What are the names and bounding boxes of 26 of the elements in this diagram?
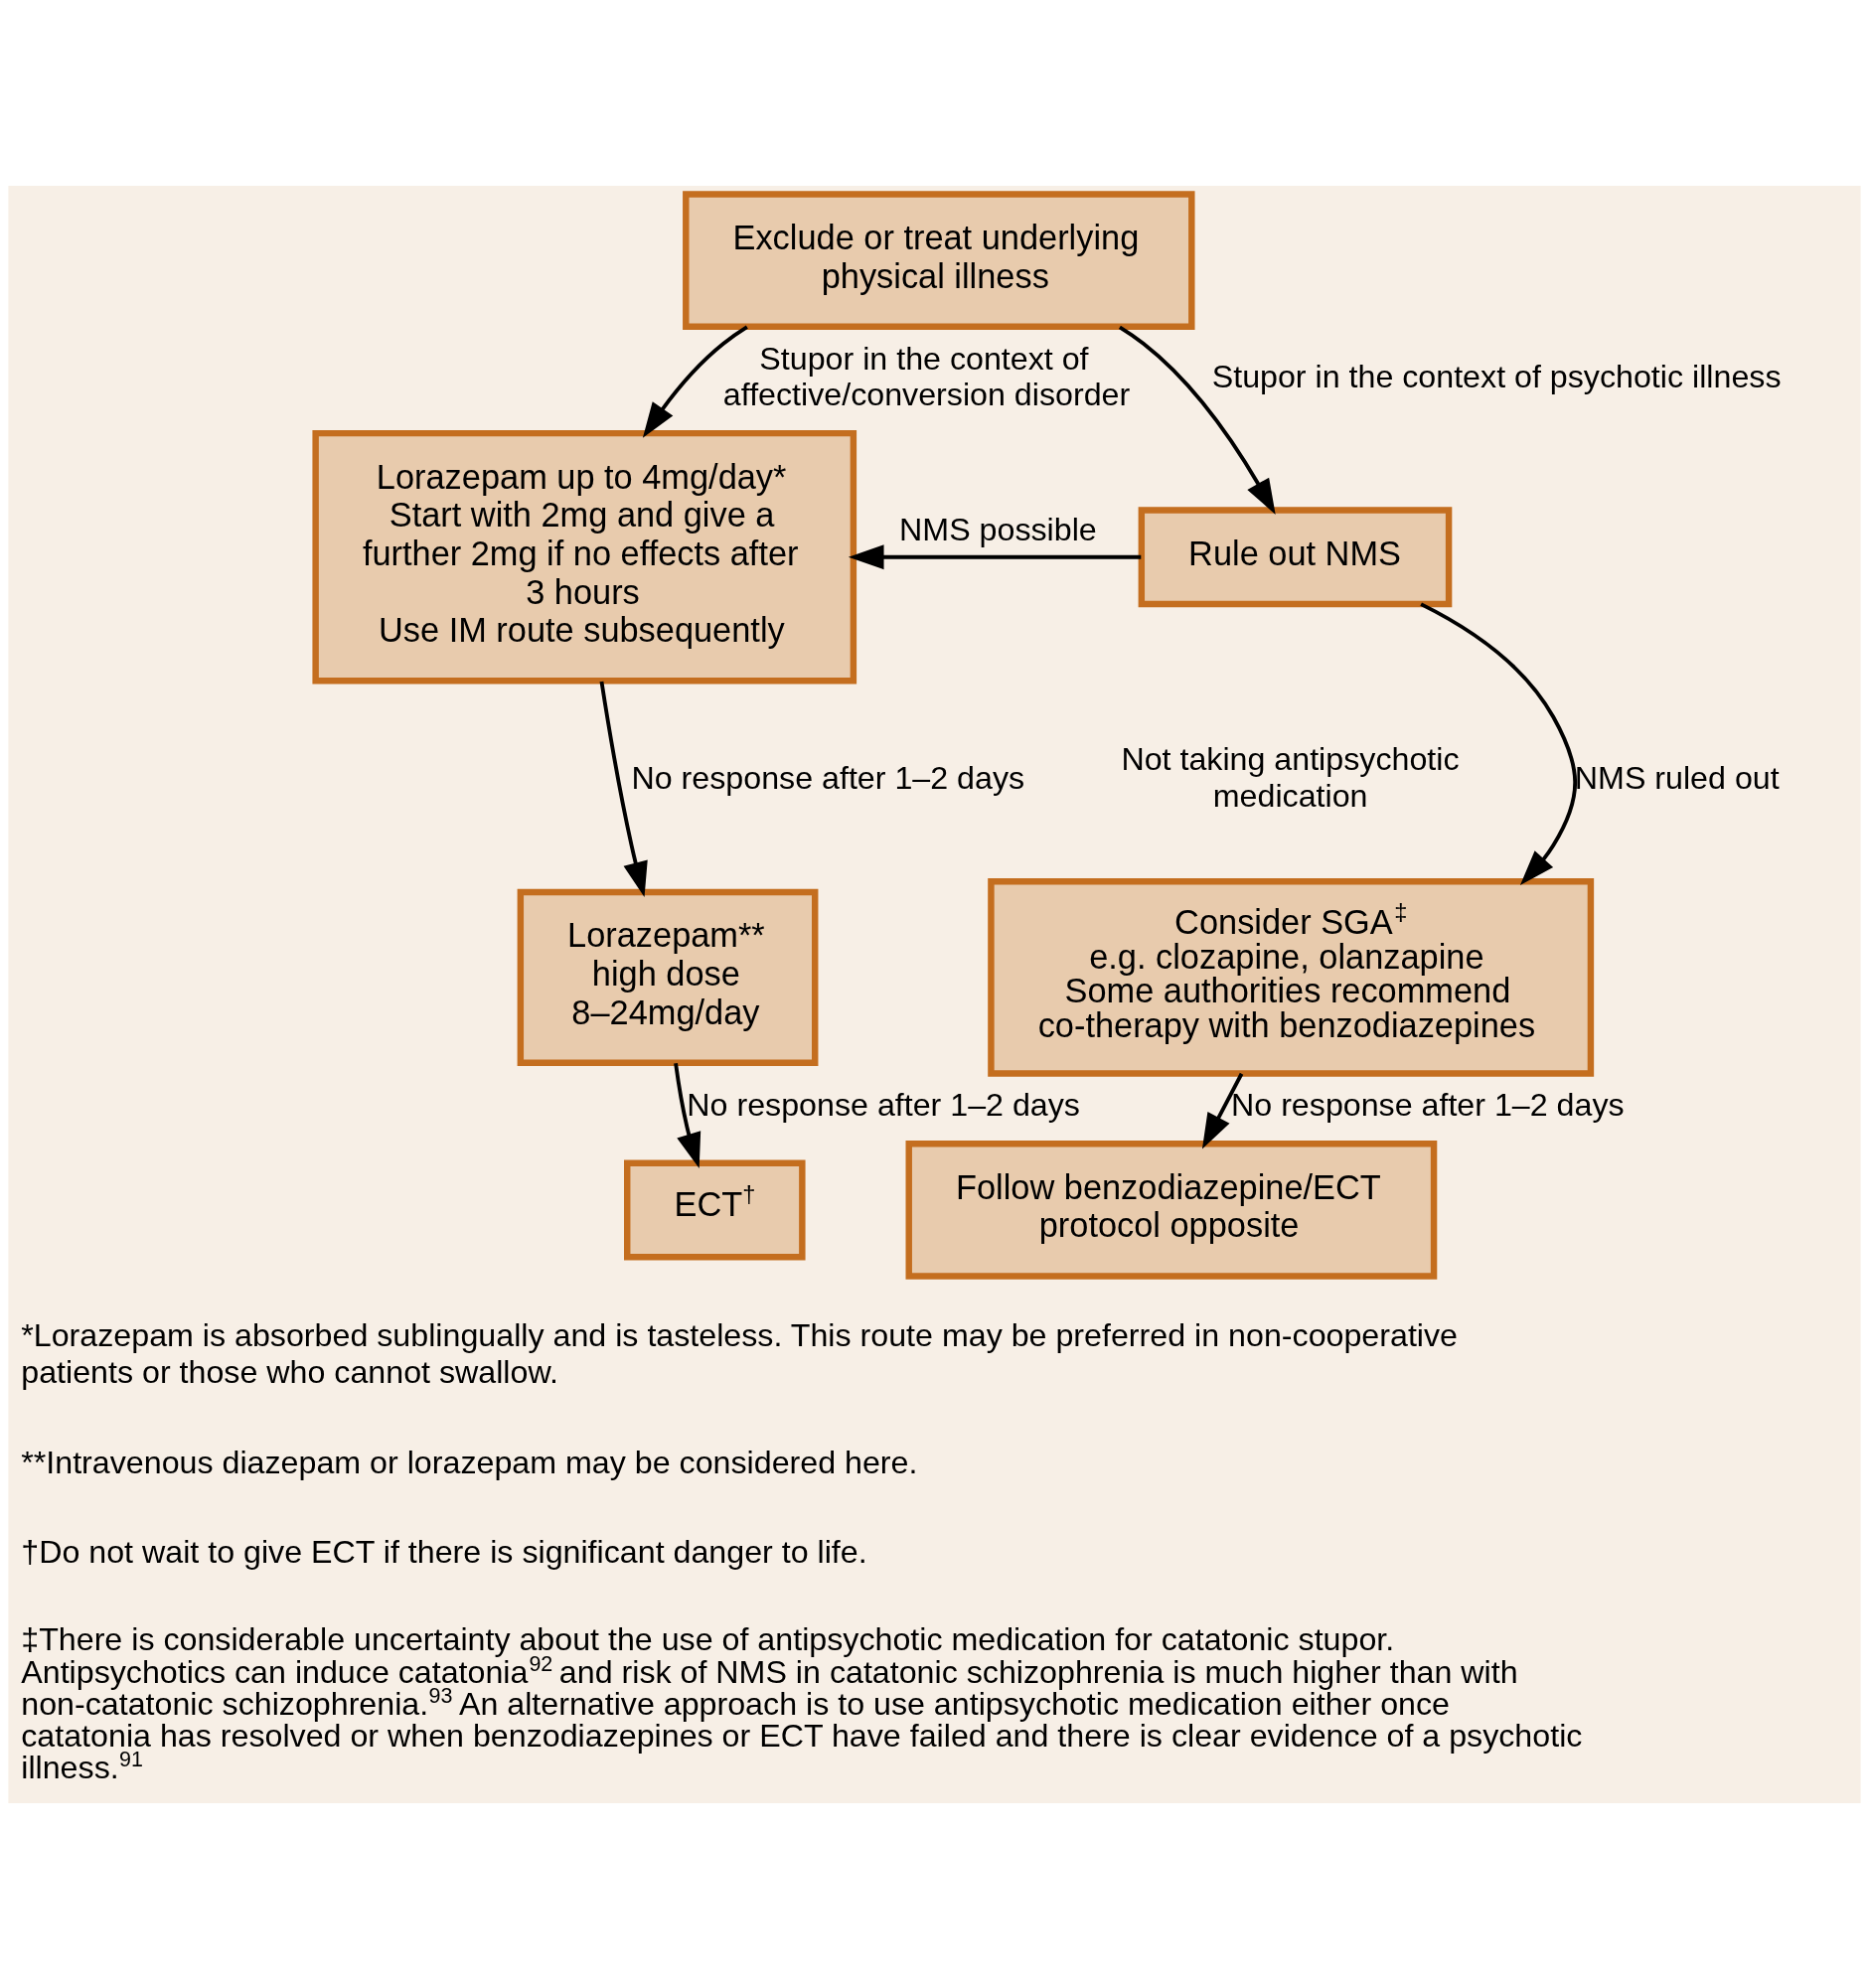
edge-label: Stupor in the context of psychotic illness: [1211, 358, 1782, 394]
label: Not taking antipsychotic medication: [1121, 740, 1460, 814]
label: †Do not wait to give ECT if there is significant danger to life.: [21, 1533, 867, 1570]
edge-label: NMS ruled out: [1574, 759, 1780, 796]
edge-label: Stupor in the context of affective/conversion disorder: [722, 340, 1131, 412]
arrow: [599, 681, 648, 897]
arrow: [1118, 325, 1276, 515]
node-box: Exclude or treat underlying physical illness: [683, 190, 1195, 330]
edge-label: No response after 1–2 days: [631, 759, 1025, 796]
node-box: Rule out NMS: [1138, 506, 1453, 607]
node-box: Lorazepam up to 4mg/day* Start with 2mg and give a further 2mg if no effects after 3 hours Use IM route subsequently: [312, 429, 857, 684]
node-box: Follow benzodiazepine/ECT protocol opposite: [905, 1140, 1438, 1280]
edge-label: No response after 1–2 days: [687, 1086, 1080, 1123]
label: ‡There is considerable uncertainty about the use of antipsychotic medication for catatonic stupor. Antipsychotics can induce catatonia$^{92}$ and risk of NMS in catatonic schizophrenia is much higher than with non-catatonic schizophrenia.$^{93}$ An alternative approach is to use antipsychotic medication either once catatonia has resolved or when benzodiazepines or ECT have failed and there is clear evidence of a psychotic illness.$^{91}$: [21, 1620, 1583, 1785]
edge-label: No response after 1–2 days: [1231, 1086, 1625, 1123]
arrow: [1201, 1072, 1244, 1148]
arrow: [1420, 601, 1578, 885]
arrow: [674, 1062, 701, 1168]
arrow: [642, 324, 748, 438]
edge-label: NMS possible: [899, 511, 1097, 547]
node-box: Consider SGA$^{‡}$ e.g. clozapine, olanzapine Some authorities recommend co-therapy with benzodiazepines: [988, 877, 1595, 1077]
node-box: Lorazepam** high dose 8–24mg/day: [517, 888, 819, 1066]
node-box: ECT$^{†}$: [624, 1158, 806, 1260]
label: *Lorazepam is absorbed sublingually and is tasteless. This route may be preferred in non-cooperative patients or those who cannot swallow.: [21, 1316, 1459, 1390]
arrow: [848, 543, 1142, 569]
label: **Intravenous diazepam or lorazepam may be considered here.: [21, 1444, 918, 1480]
